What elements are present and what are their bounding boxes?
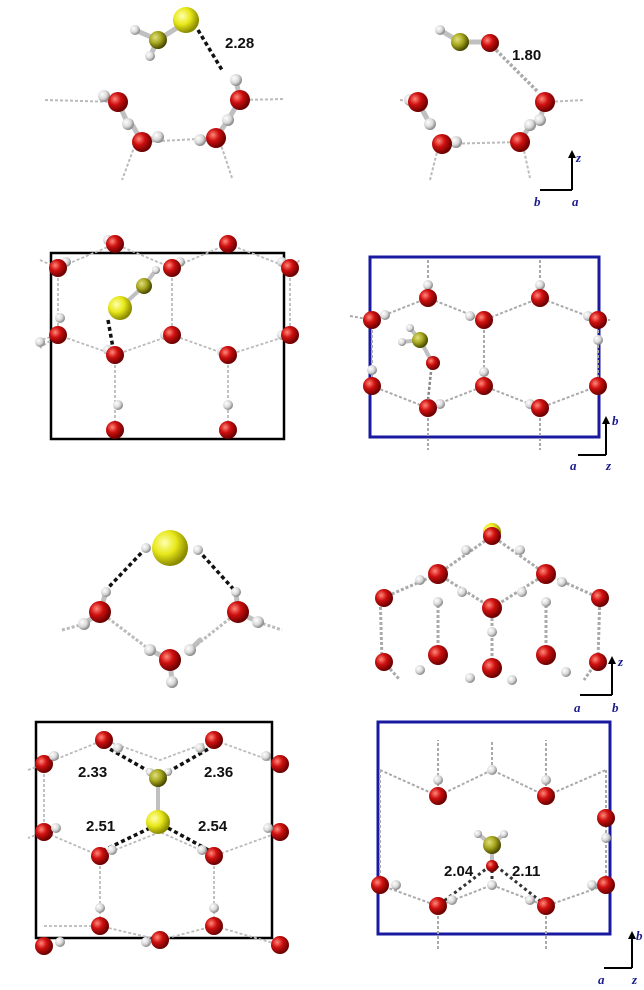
hydrogen-atom [230,74,242,86]
hbond-network [349,260,610,450]
axis-label-vertical: b [612,413,619,428]
axis-indicator: z a b [574,654,624,715]
distance-label: 1.80 [512,47,541,64]
oxygen-atom [510,132,530,152]
axis-label-left: a [574,700,581,715]
hydrogen-atom [450,136,462,148]
oxygen-atom [432,134,452,154]
hydrogen-atom [193,545,203,555]
panel-lower-right-side: z a b [375,523,624,715]
axis-label-right: a [572,194,579,209]
distance-label: 2.28 [225,35,254,52]
hydrogen-atom [194,134,206,146]
distance-label: 2.54 [198,818,228,835]
hydrogen-atom [98,90,110,102]
sulfur-atom [483,836,501,854]
unit-cell [376,720,612,936]
hydrogen-atom [424,118,436,130]
oxygen-atom [132,132,152,152]
panel-lower-right-top: 2.04 2.11 b a z [371,720,643,987]
sulfur-atom [146,810,170,834]
sulfur-atom [108,296,132,320]
axis-label-left: a [598,972,605,987]
axis-label-vertical: z [575,150,582,165]
hydrogen-atom [166,676,178,688]
panel-lower-left-top: 2.33 2.36 2.51 2.54 [27,720,289,955]
hydrogen-atom [144,644,156,656]
unit-cell [49,251,286,441]
sulfur-atom [173,7,199,33]
hydrogen-atom [184,644,196,656]
hydrogen-atom [474,830,482,838]
sulfur-atom [152,530,188,566]
hydrogen-atom [222,114,234,126]
oxygen-atom [486,860,498,872]
axis-label-right: b [612,700,619,715]
hydrogen-atom [524,119,536,131]
hydrogen-atom [101,587,111,597]
hydrogen-atom [145,51,155,61]
hbond-network [399,99,586,181]
oxygen-atom [535,92,555,112]
oxygen-atom [206,128,226,148]
axis-label-right: z [605,458,612,473]
hydrogen-atom [500,830,508,838]
water-molecules [371,765,615,915]
axis-indicator: b a z [598,928,643,987]
sulfur-atom [136,278,152,294]
hbond-network [44,98,286,181]
hydrogen-atom [252,616,264,628]
distance-label: 2.33 [78,764,107,781]
panel-top-left-side: 2.28 [44,7,286,181]
hydrogen-atom [78,618,90,630]
axis-indicator: b a z [570,413,619,473]
panel-lower-left-side [61,530,283,688]
hbond-distances [99,746,213,854]
distance-label: 2.51 [86,818,115,835]
hydrogen-atom [435,25,445,35]
panel-upper-right-top: b a z [349,255,619,473]
oxygen-atom [89,601,111,623]
panel-top-right-side: 1.80 z b a [399,25,586,209]
hydrogen-atom [141,543,151,553]
hbond-sh-pair [104,546,238,594]
oxygen-atom [227,601,249,623]
hbond-sh-distance [196,29,224,71]
hydrogen-atom [130,25,140,35]
distance-label: 2.36 [204,764,233,781]
sulfur-atom [412,332,428,348]
axis-indicator: z b a [534,150,582,209]
axis-label-right: z [631,972,638,987]
axis-label-left: b [534,194,541,209]
axis-label-left: a [570,458,577,473]
oxygen-atom [230,90,250,110]
oxygen-atom [408,92,428,112]
oxygen-atom [481,34,499,52]
hydrogen-atom [152,131,164,143]
sulfur-atom [451,33,469,51]
hydrogen-atom [231,587,241,597]
hbond-sh-distance [106,319,115,349]
distance-label: 2.04 [444,863,474,880]
water-molecules [375,523,609,685]
oxygen-atom [108,92,128,112]
hydrogen-atom [534,114,546,126]
sulfur-atom [149,31,167,49]
oxygen-atom [159,649,181,671]
hydrogen-atom [122,118,134,130]
water-molecules [35,731,289,955]
hydrogen-atom [406,324,414,332]
water-molecules [363,280,607,417]
hydrogen-atom [152,266,160,274]
axis-label-vertical: z [617,654,624,669]
hydrogen-atom [398,338,406,346]
axis-label-vertical: b [636,928,643,943]
distance-label: 2.11 [512,863,540,880]
sulfur-atom [149,769,167,787]
oxygen-atom [426,356,440,370]
panel-upper-left-top [35,235,301,441]
water-molecules [35,235,299,439]
